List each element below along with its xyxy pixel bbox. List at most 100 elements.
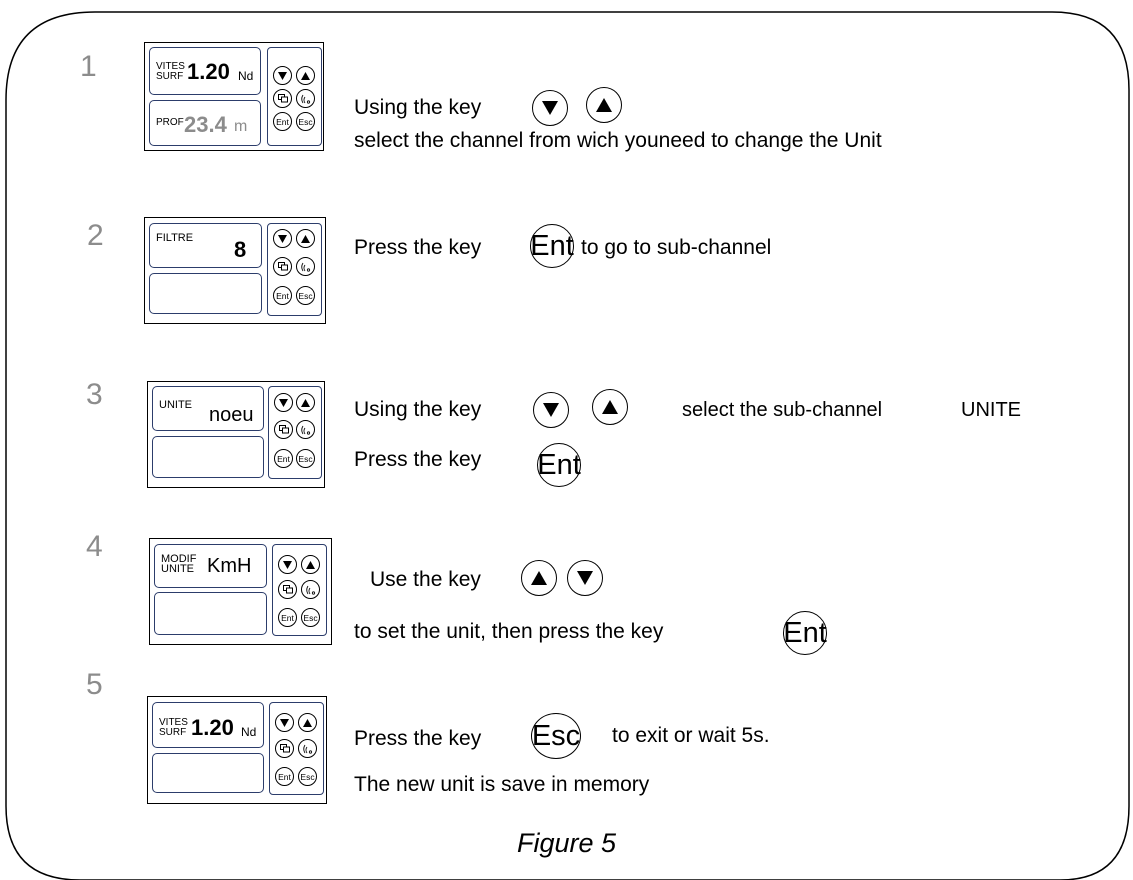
step-number: 3 bbox=[86, 378, 103, 411]
device-panel: FILTRE 8 Ent Esc bbox=[144, 217, 326, 324]
pages-icon bbox=[279, 744, 290, 753]
instruction-text: Press the key bbox=[354, 236, 482, 259]
device-panel: VITES SURF 1.20 Nd PROF 23.4 m Ent Esc bbox=[144, 42, 324, 151]
lcd-bottom bbox=[149, 273, 262, 314]
page-key[interactable] bbox=[275, 739, 294, 758]
lcd-bottom bbox=[152, 753, 264, 793]
up-arrow-icon bbox=[303, 718, 312, 727]
lcd-value: 1.20 bbox=[187, 59, 230, 84]
instruction-text: Use the key bbox=[370, 568, 481, 591]
down-arrow-icon bbox=[279, 398, 288, 407]
signal-key[interactable] bbox=[296, 420, 315, 439]
ent-key[interactable]: Ent bbox=[273, 286, 292, 305]
esc-key[interactable]: Esc bbox=[301, 608, 320, 627]
signal-key[interactable] bbox=[296, 257, 315, 276]
keypad: Ent Esc bbox=[267, 223, 322, 316]
down-arrow-key[interactable] bbox=[274, 393, 293, 412]
down-arrow-key[interactable] bbox=[278, 555, 297, 574]
down-arrow-key bbox=[567, 560, 603, 596]
lcd-top: VITES SURF 1.20 Nd bbox=[152, 702, 264, 748]
lcd-top: VITES SURF 1.20 Nd bbox=[149, 47, 261, 95]
up-arrow-key bbox=[592, 389, 628, 425]
lcd-value: 1.20 bbox=[191, 715, 234, 740]
signal-icon bbox=[300, 94, 310, 104]
lcd-label-line1: UNITE bbox=[159, 399, 192, 411]
step-number: 2 bbox=[87, 219, 104, 252]
lcd-label-line1: VITES bbox=[159, 717, 188, 728]
lcd-label-line2: SURF bbox=[159, 727, 187, 738]
up-arrow-icon bbox=[301, 398, 310, 407]
instruction-text: to set the unit, then press the key bbox=[354, 620, 664, 643]
page-key[interactable] bbox=[278, 580, 297, 599]
ent-key: Ent bbox=[783, 611, 827, 655]
lcd-top: MODIF UNITE KmH bbox=[154, 544, 267, 588]
esc-key[interactable]: Esc bbox=[296, 449, 315, 468]
lcd-label-line1: FILTRE bbox=[156, 232, 194, 244]
lcd-top: UNITE noeu bbox=[152, 386, 264, 431]
esc-key: Esc bbox=[531, 713, 581, 759]
lcd-top: FILTRE 8 bbox=[149, 223, 262, 268]
esc-key[interactable]: Esc bbox=[298, 767, 317, 786]
down-arrow-icon bbox=[283, 560, 292, 569]
pages-icon bbox=[282, 585, 293, 594]
up-arrow-icon bbox=[306, 560, 315, 569]
lcd-label-line1: VITES bbox=[156, 61, 185, 72]
lcd-value: noeu bbox=[209, 404, 254, 426]
instruction-text: to exit or wait 5s. bbox=[612, 724, 770, 747]
ent-key[interactable]: Ent bbox=[273, 112, 292, 131]
down-arrow-key[interactable] bbox=[275, 713, 294, 732]
signal-key[interactable] bbox=[298, 739, 317, 758]
page-key[interactable] bbox=[273, 89, 292, 108]
lcd-value: 23.4 bbox=[184, 112, 227, 137]
pages-icon bbox=[278, 425, 289, 434]
ent-key: Ent bbox=[537, 443, 581, 487]
down-arrow-icon bbox=[278, 234, 287, 243]
signal-icon bbox=[300, 425, 310, 435]
instruction-text: The new unit is save in memory bbox=[354, 773, 650, 796]
up-arrow-icon bbox=[596, 98, 612, 112]
ent-key[interactable]: Ent bbox=[275, 767, 294, 786]
down-arrow-icon bbox=[278, 71, 287, 80]
up-arrow-key[interactable] bbox=[296, 229, 315, 248]
page-key[interactable] bbox=[274, 420, 293, 439]
ent-key[interactable]: Ent bbox=[274, 449, 293, 468]
up-arrow-key[interactable] bbox=[296, 393, 315, 412]
step-number: 4 bbox=[86, 530, 103, 563]
up-arrow-key[interactable] bbox=[301, 555, 320, 574]
lcd-bottom bbox=[154, 592, 267, 635]
step-number: 1 bbox=[80, 50, 97, 83]
lcd-value: KmH bbox=[207, 555, 252, 577]
lcd-label-line1: MODIF bbox=[161, 553, 197, 565]
signal-key[interactable] bbox=[301, 580, 320, 599]
signal-icon bbox=[305, 585, 315, 595]
up-arrow-key bbox=[586, 87, 622, 123]
down-arrow-icon bbox=[543, 403, 559, 417]
esc-key[interactable]: Esc bbox=[296, 112, 315, 131]
lcd-label-line2: SURF bbox=[156, 71, 184, 82]
signal-key[interactable] bbox=[296, 89, 315, 108]
lcd-bottom: PROF 23.4 m bbox=[149, 100, 261, 146]
pages-icon bbox=[277, 94, 288, 103]
down-arrow-icon bbox=[577, 571, 593, 585]
esc-key[interactable]: Esc bbox=[296, 286, 315, 305]
page-key[interactable] bbox=[273, 257, 292, 276]
up-arrow-icon bbox=[301, 234, 310, 243]
ent-key[interactable]: Ent bbox=[278, 608, 297, 627]
up-arrow-key[interactable] bbox=[296, 66, 315, 85]
signal-icon bbox=[302, 744, 312, 754]
lcd-value: 8 bbox=[234, 237, 247, 262]
instruction-text: Press the key bbox=[354, 727, 482, 750]
down-arrow-key bbox=[533, 392, 569, 428]
up-arrow-key[interactable] bbox=[298, 713, 317, 732]
up-arrow-key bbox=[521, 560, 557, 596]
device-panel: MODIF UNITE KmH Ent Esc bbox=[149, 538, 332, 645]
lcd-label-line1: PROF bbox=[156, 117, 184, 128]
signal-icon bbox=[300, 262, 310, 272]
lcd-label-line2: UNITE bbox=[161, 563, 194, 575]
lcd-unit: m bbox=[234, 118, 248, 135]
down-arrow-key[interactable] bbox=[273, 229, 292, 248]
down-arrow-key[interactable] bbox=[273, 66, 292, 85]
device-panel: VITES SURF 1.20 Nd Ent Esc bbox=[147, 696, 327, 804]
up-arrow-icon bbox=[602, 400, 618, 414]
lcd-unit: Nd bbox=[241, 725, 257, 739]
